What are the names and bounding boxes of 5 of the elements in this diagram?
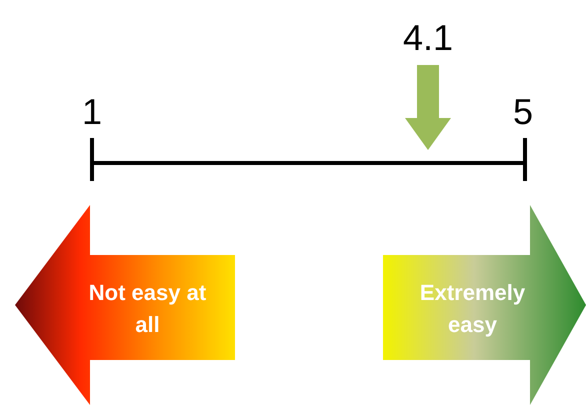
scale-value: 4.1 (402, 18, 454, 58)
scale-value: 5 (512, 92, 534, 132)
arrow-label: Not easy at all (88, 279, 208, 339)
scale-value: 1 (82, 92, 102, 132)
arrow-label: Extremely easy (418, 279, 526, 339)
